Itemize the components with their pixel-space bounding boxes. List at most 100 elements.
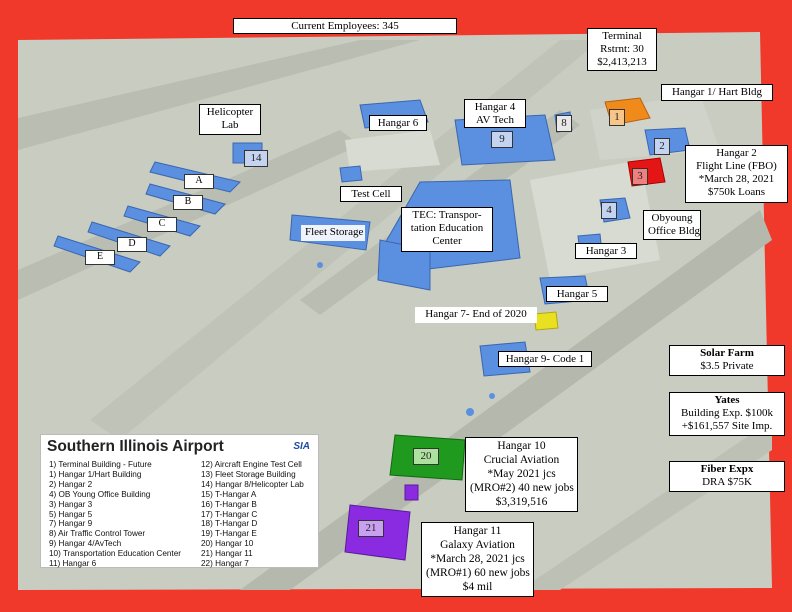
hangar6-callout: Hangar 6 xyxy=(369,115,427,131)
legend-left-column: 1) Terminal Building - Future 1) Hangar … xyxy=(49,460,181,569)
solar-title: Solar Farm xyxy=(700,347,754,359)
legend-item: 7) Hangar 9 xyxy=(49,519,93,529)
obyoung-line-1: Obyoung xyxy=(651,212,693,224)
yates-title: Yates xyxy=(714,394,740,406)
yates-line-1: Building Exp. $100k xyxy=(681,407,773,419)
testcell-callout: Test Cell xyxy=(340,186,402,202)
legend-item: 3) Hangar 3 xyxy=(49,499,93,509)
legend-item: 5) Hangar 5 xyxy=(49,509,93,519)
hangar-7-shape xyxy=(533,311,559,331)
hangar10-line-5: $3,319,516 xyxy=(495,496,548,508)
hangar4-line-1: Hangar 4 xyxy=(474,101,516,113)
tag-8: 8 xyxy=(556,115,572,132)
legend-item: 17) T-Hangar C xyxy=(201,509,258,519)
hangar2-line-2: Flight Line (FBO) xyxy=(696,160,777,172)
legend-item: 2) Hangar 2 xyxy=(49,479,93,489)
hangar11-callout: Hangar 11 Galaxy Aviation *March 28, 202… xyxy=(421,522,534,597)
legend-item: 15) T-Hangar A xyxy=(201,489,257,499)
map-legend: Southern Illinois Airport SIA 1) Termina… xyxy=(40,434,319,568)
hangar10-line-4: (MRO#2) 40 new jobs xyxy=(470,482,574,494)
hangar3-callout: Hangar 3 xyxy=(575,243,637,259)
sia-logo: SIA xyxy=(293,441,310,452)
fiber-line-1: DRA $75K xyxy=(702,476,752,488)
legend-item: 12) Aircraft Engine Test Cell xyxy=(201,460,302,469)
helicopter-callout: Helicopter Lab xyxy=(199,104,261,135)
apron-left xyxy=(345,130,440,172)
legend-item: 13) Fleet Storage Building xyxy=(201,469,296,479)
hangar7-line-1: Hangar 7- End of 2020 xyxy=(425,308,527,320)
solar-callout: Solar Farm $3.5 Private xyxy=(669,345,785,376)
obyoung-callout: Obyoung Office Bldg xyxy=(643,210,701,240)
helicopter-line-1: Helicopter xyxy=(206,106,254,118)
hangar2-line-3: *March 28, 2021 xyxy=(698,173,775,185)
helicopter-line-2: Lab xyxy=(221,119,239,131)
hangar9-line-1: Hangar 9- Code 1 xyxy=(505,353,585,365)
tec-callout: TEC: Transpor- tation Education Center xyxy=(401,207,493,252)
hangar10-line-1: Hangar 10 xyxy=(497,440,546,452)
tag-14: 14 xyxy=(244,150,268,167)
hangar6-line-1: Hangar 6 xyxy=(377,117,419,129)
tec-line-3: Center xyxy=(432,235,462,247)
legend-item: 11) Hangar 6 xyxy=(49,559,97,569)
hangar9-callout: Hangar 9- Code 1 xyxy=(498,351,592,367)
tag-hangar-e: E xyxy=(85,250,115,265)
legend-item: 18) T-Hangar D xyxy=(201,519,258,529)
tag-hangar-a: A xyxy=(184,174,214,189)
hangar11-line-2: Galaxy Aviation xyxy=(440,539,515,551)
hangar11-line-1: Hangar 11 xyxy=(453,525,502,537)
tag-21: 21 xyxy=(358,520,384,537)
fleet-line-1: Fleet Storage xyxy=(305,226,364,238)
hangar4-line-2: AV Tech xyxy=(475,114,515,126)
yates-callout: Yates Building Exp. $100k +$161,557 Site… xyxy=(669,392,785,436)
legend-right-column: 12) Aircraft Engine Test Cell 13) Fleet … xyxy=(201,460,304,569)
terminal-line-2: Rstrnt: 30 xyxy=(600,43,644,55)
marker-1 xyxy=(466,408,474,416)
terminal-line-3: $2,413,213 xyxy=(597,56,647,68)
tec-line-1: TEC: Transpor- xyxy=(412,209,482,221)
hangar10-callout: Hangar 10 Crucial Aviation *May 2021 jcs… xyxy=(465,437,578,512)
hangar10-line-3: *May 2021 jcs xyxy=(487,468,556,480)
legend-item: 4) OB Young Office Building xyxy=(49,489,151,499)
legend-item: 16) T-Hangar B xyxy=(201,499,257,509)
tag-3: 3 xyxy=(632,168,648,185)
legend-item: 22) Hangar 7 xyxy=(201,559,249,569)
hangar5-callout: Hangar 5 xyxy=(546,286,608,302)
legend-item: 20) Hangar 10 xyxy=(201,539,254,549)
hangar1-line-1: Hangar 1/ Hart Bldg xyxy=(671,86,763,98)
hangar4-callout: Hangar 4 AV Tech xyxy=(464,99,526,128)
runway-main xyxy=(240,210,772,590)
hangar2-line-4: $750k Loans xyxy=(707,186,766,198)
hangar11-line-3: *March 28, 2021 jcs xyxy=(430,553,525,565)
legend-item: 10) Transportation Education Center xyxy=(49,549,181,559)
hangar5-line-1: Hangar 5 xyxy=(556,288,598,300)
tag-2: 2 xyxy=(654,138,670,155)
tec-line-2: tation Education xyxy=(410,222,484,234)
hangar10-line-2: Crucial Aviation xyxy=(483,454,560,466)
hangar2-callout: Hangar 2 Flight Line (FBO) *March 28, 20… xyxy=(685,145,788,203)
hangar3-line-1: Hangar 3 xyxy=(585,245,627,257)
legend-item: 14) Hangar 8/Helicopter Lab xyxy=(201,479,304,489)
marker-2 xyxy=(489,393,495,399)
tag-20: 20 xyxy=(413,448,439,465)
legend-item: 21) Hangar 11 xyxy=(201,549,253,559)
fiber-title: Fiber Expx xyxy=(700,463,754,475)
fleet-callout: Fleet Storage xyxy=(301,225,365,241)
hangar2-line-1: Hangar 2 xyxy=(716,147,757,159)
obyoung-line-2: Office Bldg xyxy=(648,225,701,237)
legend-item: 1) Terminal Building - Future xyxy=(49,460,152,469)
legend-item: 19) T-Hangar E xyxy=(201,529,257,539)
tag-1: 1 xyxy=(609,109,625,126)
runway-upper xyxy=(18,40,420,150)
terminal-line-1: Terminal xyxy=(602,30,642,42)
hangar7-callout: Hangar 7- End of 2020 xyxy=(415,307,537,323)
terminal-callout: Terminal Rstrnt: 30 $2,413,213 xyxy=(587,28,657,71)
employees-banner: Current Employees: 345 xyxy=(233,18,457,34)
legend-title: Southern Illinois Airport xyxy=(47,438,224,455)
testcell-line-1: Test Cell xyxy=(351,188,391,200)
marker-3 xyxy=(317,262,323,268)
legend-item: 9) Hangar 4/AvTech xyxy=(49,539,122,549)
hangar11-line-5: $4 mil xyxy=(462,581,493,593)
tag-9: 9 xyxy=(491,131,513,148)
tank-shape xyxy=(404,484,419,501)
